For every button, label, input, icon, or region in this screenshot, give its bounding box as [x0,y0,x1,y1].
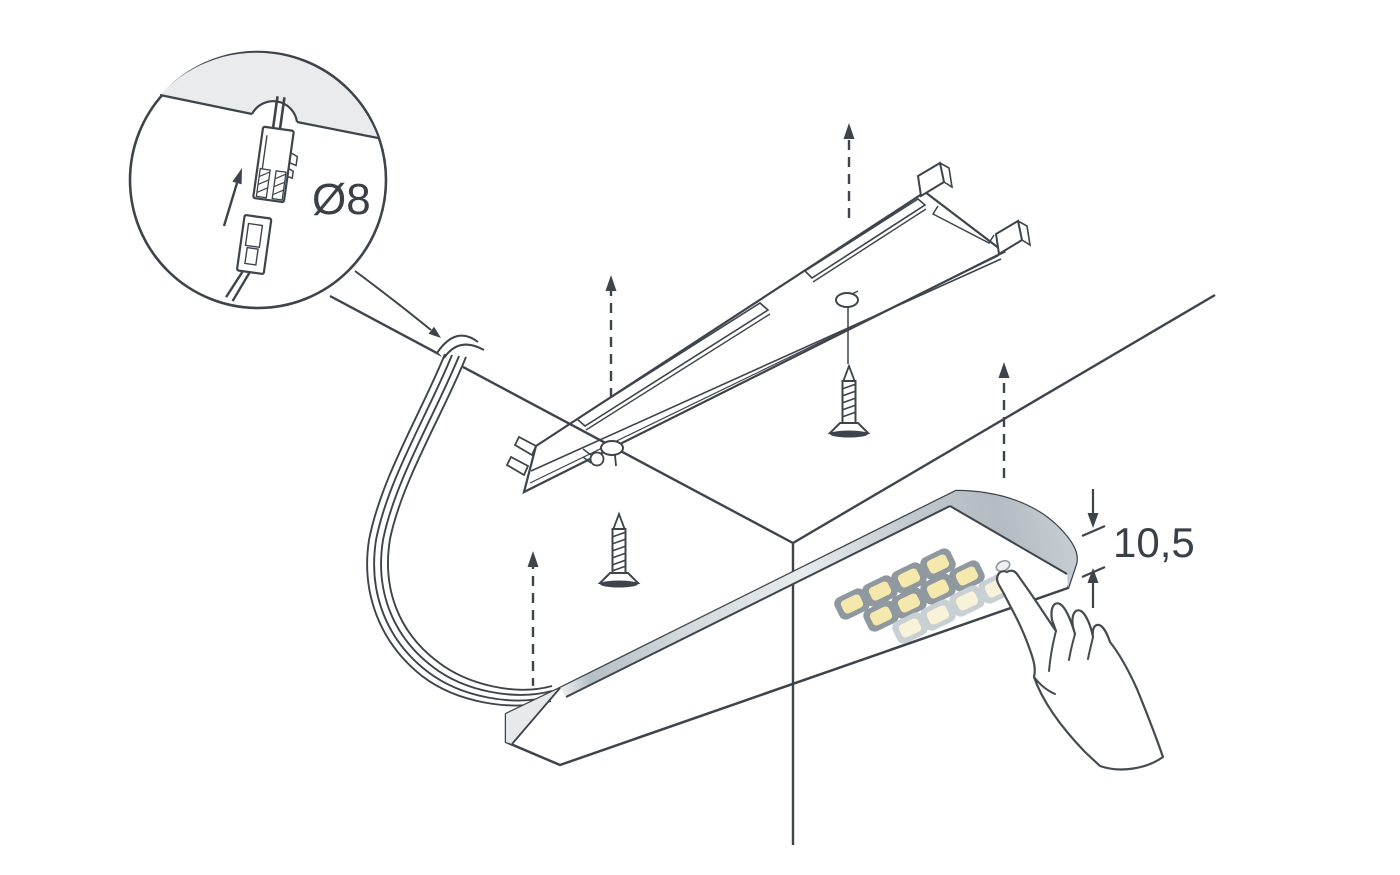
led-light-bar [504,489,1078,767]
callout-leader-arrow [354,270,441,338]
pointing-hand [996,569,1165,771]
finger-creases [1033,630,1094,695]
light-top-edge [560,491,1077,697]
power-cable [366,334,556,711]
mounting-plate [505,161,1032,495]
screw-left [597,511,641,588]
screw-right [827,363,871,438]
plate-screw-hole-left [600,440,624,467]
install-arrow-right [998,362,1010,478]
plate-end-tabs [505,435,538,477]
cable-connector-detail [225,96,299,302]
upward-install-arrows [527,123,1010,688]
install-arrow-far-left [527,551,539,688]
install-arrow-middle [843,123,855,218]
hole-diameter-label: Ø8 [312,175,371,224]
light-housing [504,489,1078,767]
light-end-cap [506,688,560,744]
mounting-plate-body [522,190,1007,495]
plate-end-hooks [916,161,1032,256]
thickness-label: 10,5 [1113,519,1195,566]
cabinet-underside-outline [329,293,1216,845]
detail-callout: Ø8 [128,50,441,338]
plate-rail-right [803,198,927,280]
install-arrow-left [605,275,617,398]
led-array [834,548,1014,644]
insert-direction-arrow [222,168,242,227]
plate-screw-hole-right [835,290,859,364]
thickness-dimension: 10,5 [1081,489,1195,608]
plate-rail-left [575,302,770,427]
plate-keyhole-slot [582,448,605,467]
panel-cross-section [160,52,378,138]
